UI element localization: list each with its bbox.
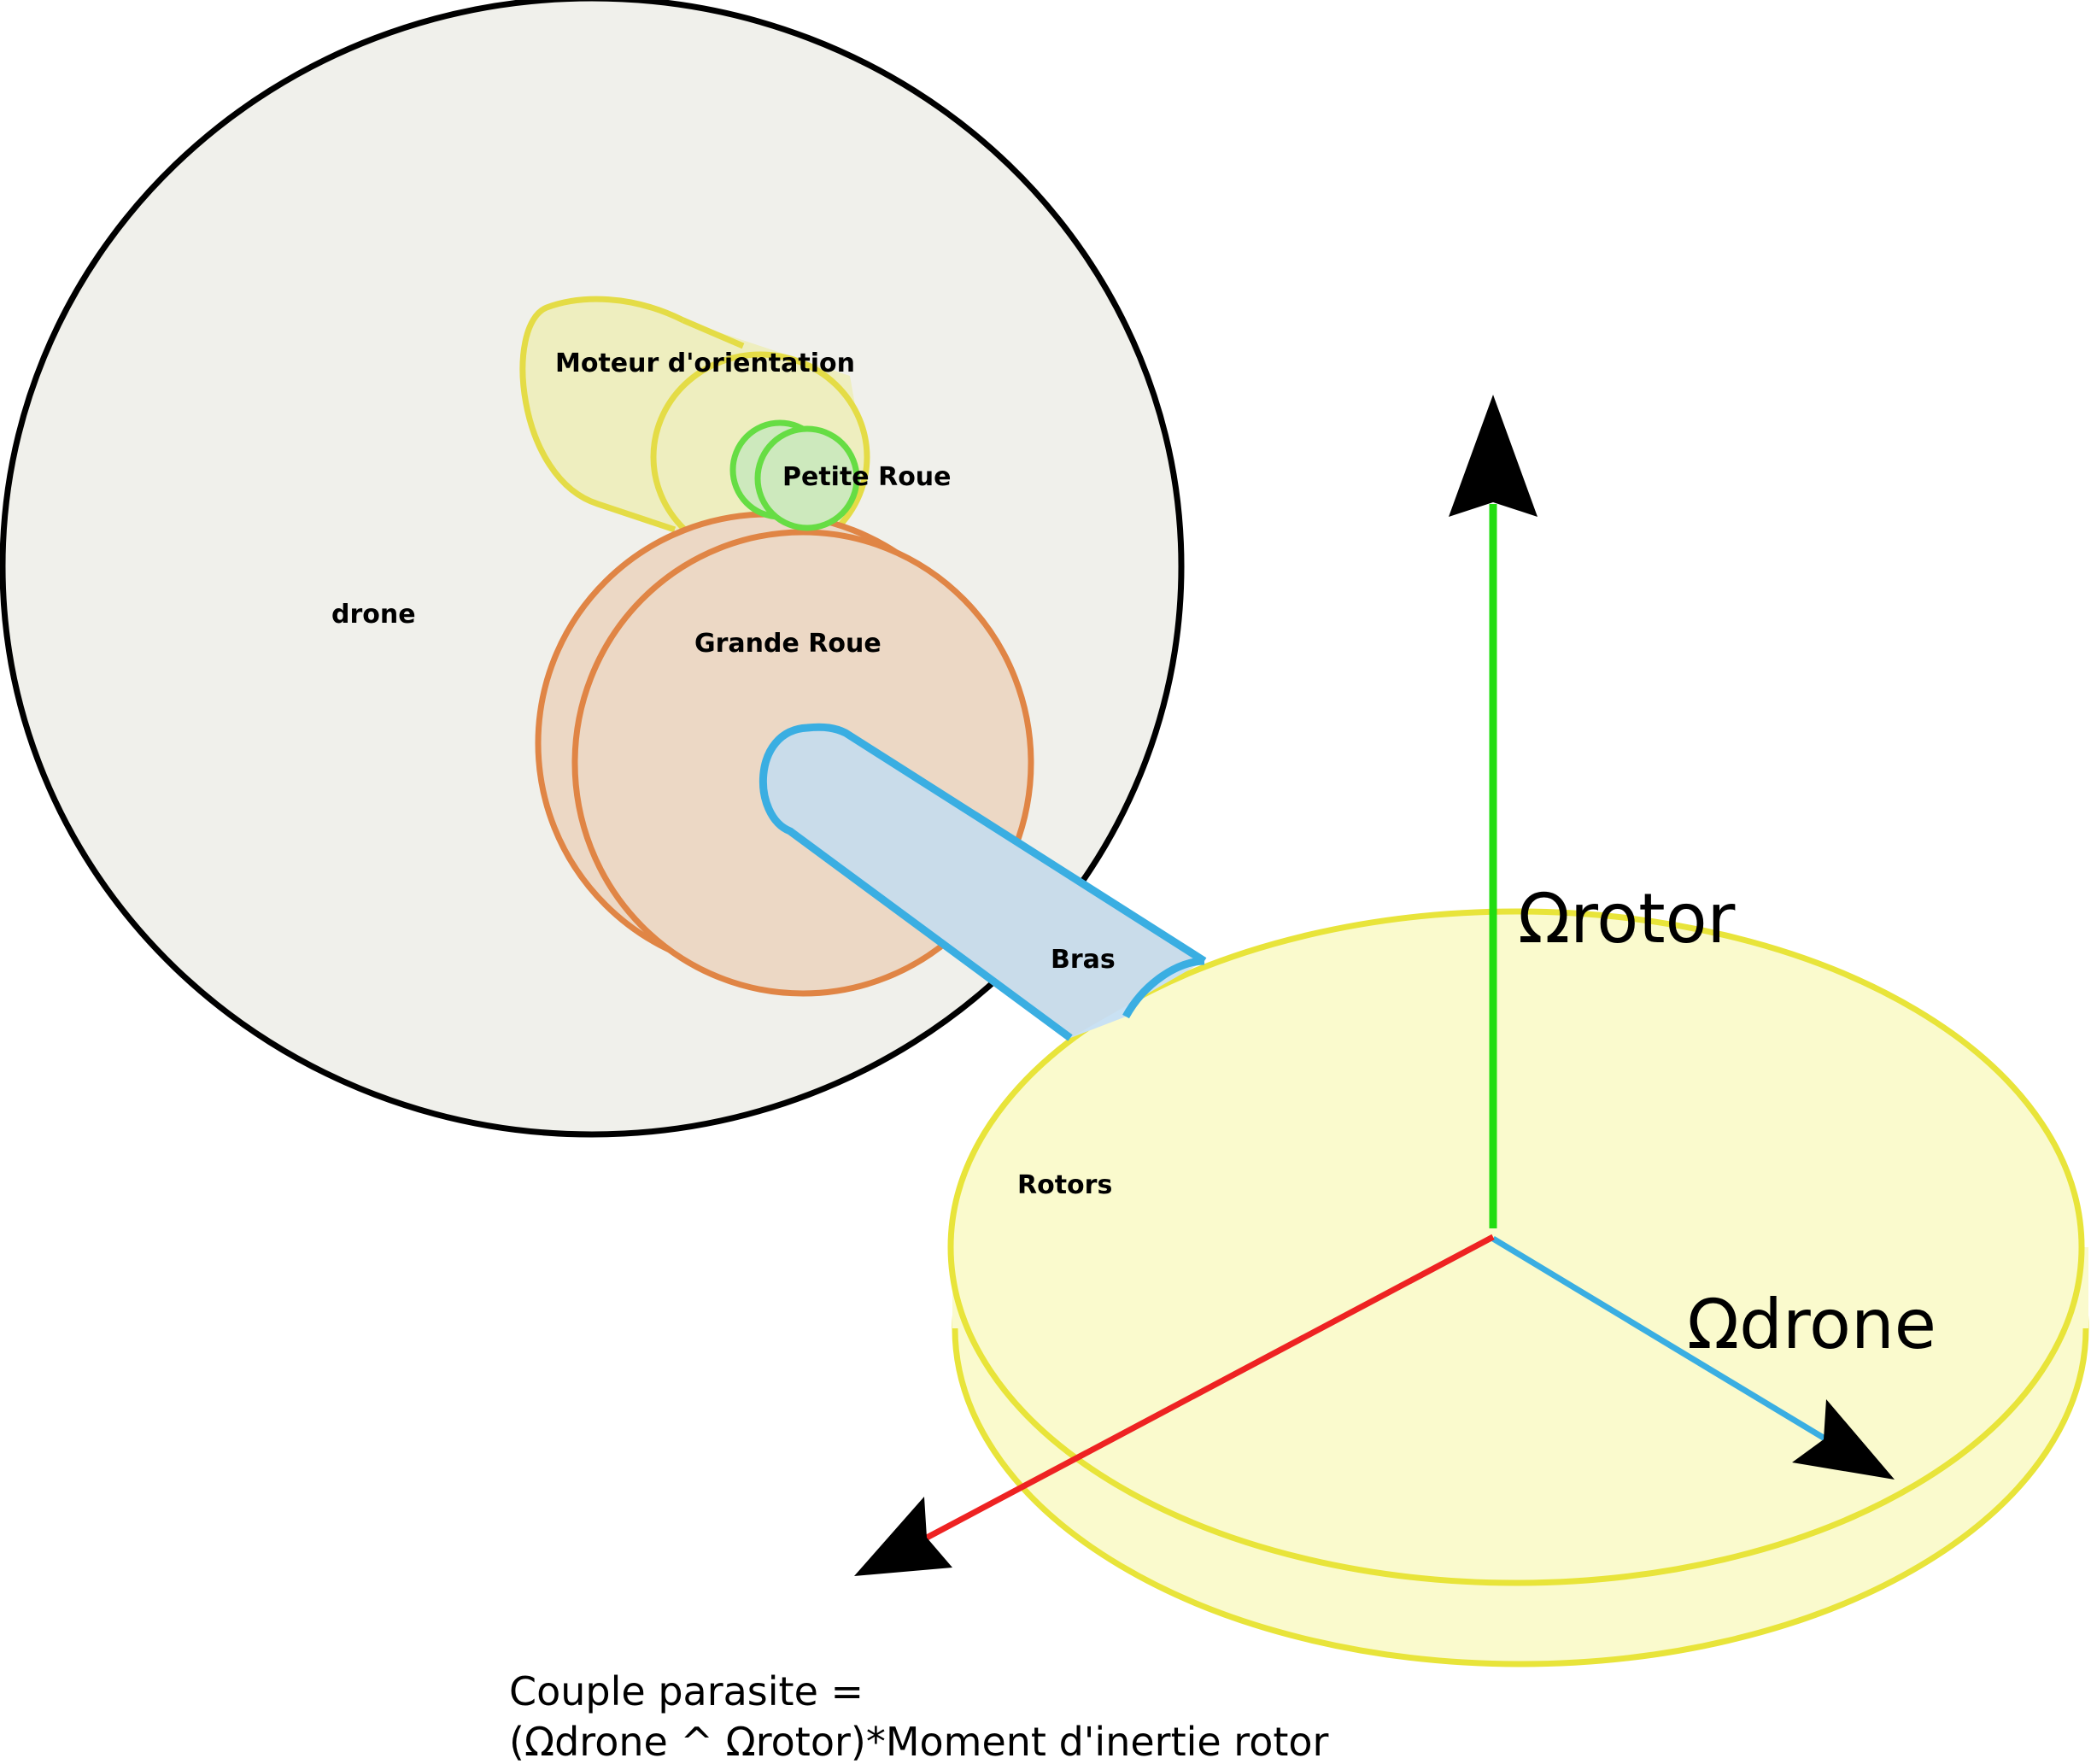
label-omega-drone: Ωdrone bbox=[1687, 1285, 1936, 1364]
arm bbox=[758, 723, 1207, 1041]
axis-omega-drone bbox=[1491, 1236, 1895, 1480]
label-orientation-motor: Moteur d'orientation bbox=[555, 349, 855, 378]
arrowhead-down-left-icon bbox=[854, 1497, 952, 1576]
label-rotors: Rotors bbox=[1017, 1170, 1112, 1200]
label-big-wheel: Grande Roue bbox=[694, 629, 882, 659]
formula-line-1: Couple parasite = bbox=[509, 1668, 864, 1714]
rotors-disc bbox=[947, 908, 2089, 1667]
label-small-wheel: Petite Roue bbox=[782, 462, 952, 492]
small-wheel bbox=[729, 419, 860, 531]
label-omega-rotor: Ωrotor bbox=[1518, 879, 1736, 958]
axis-omega-rotor bbox=[1449, 395, 1538, 1228]
label-drone: drone bbox=[331, 600, 416, 630]
axis-couple bbox=[854, 1234, 1495, 1576]
label-arm: Bras bbox=[1051, 945, 1116, 975]
formula-line-2: (Ωdrone ^ Ωrotor)*Moment d'inertie rotor bbox=[509, 1719, 1329, 1764]
arrowhead-down-right-icon bbox=[1792, 1399, 1895, 1480]
arrowhead-up-icon bbox=[1449, 395, 1538, 517]
